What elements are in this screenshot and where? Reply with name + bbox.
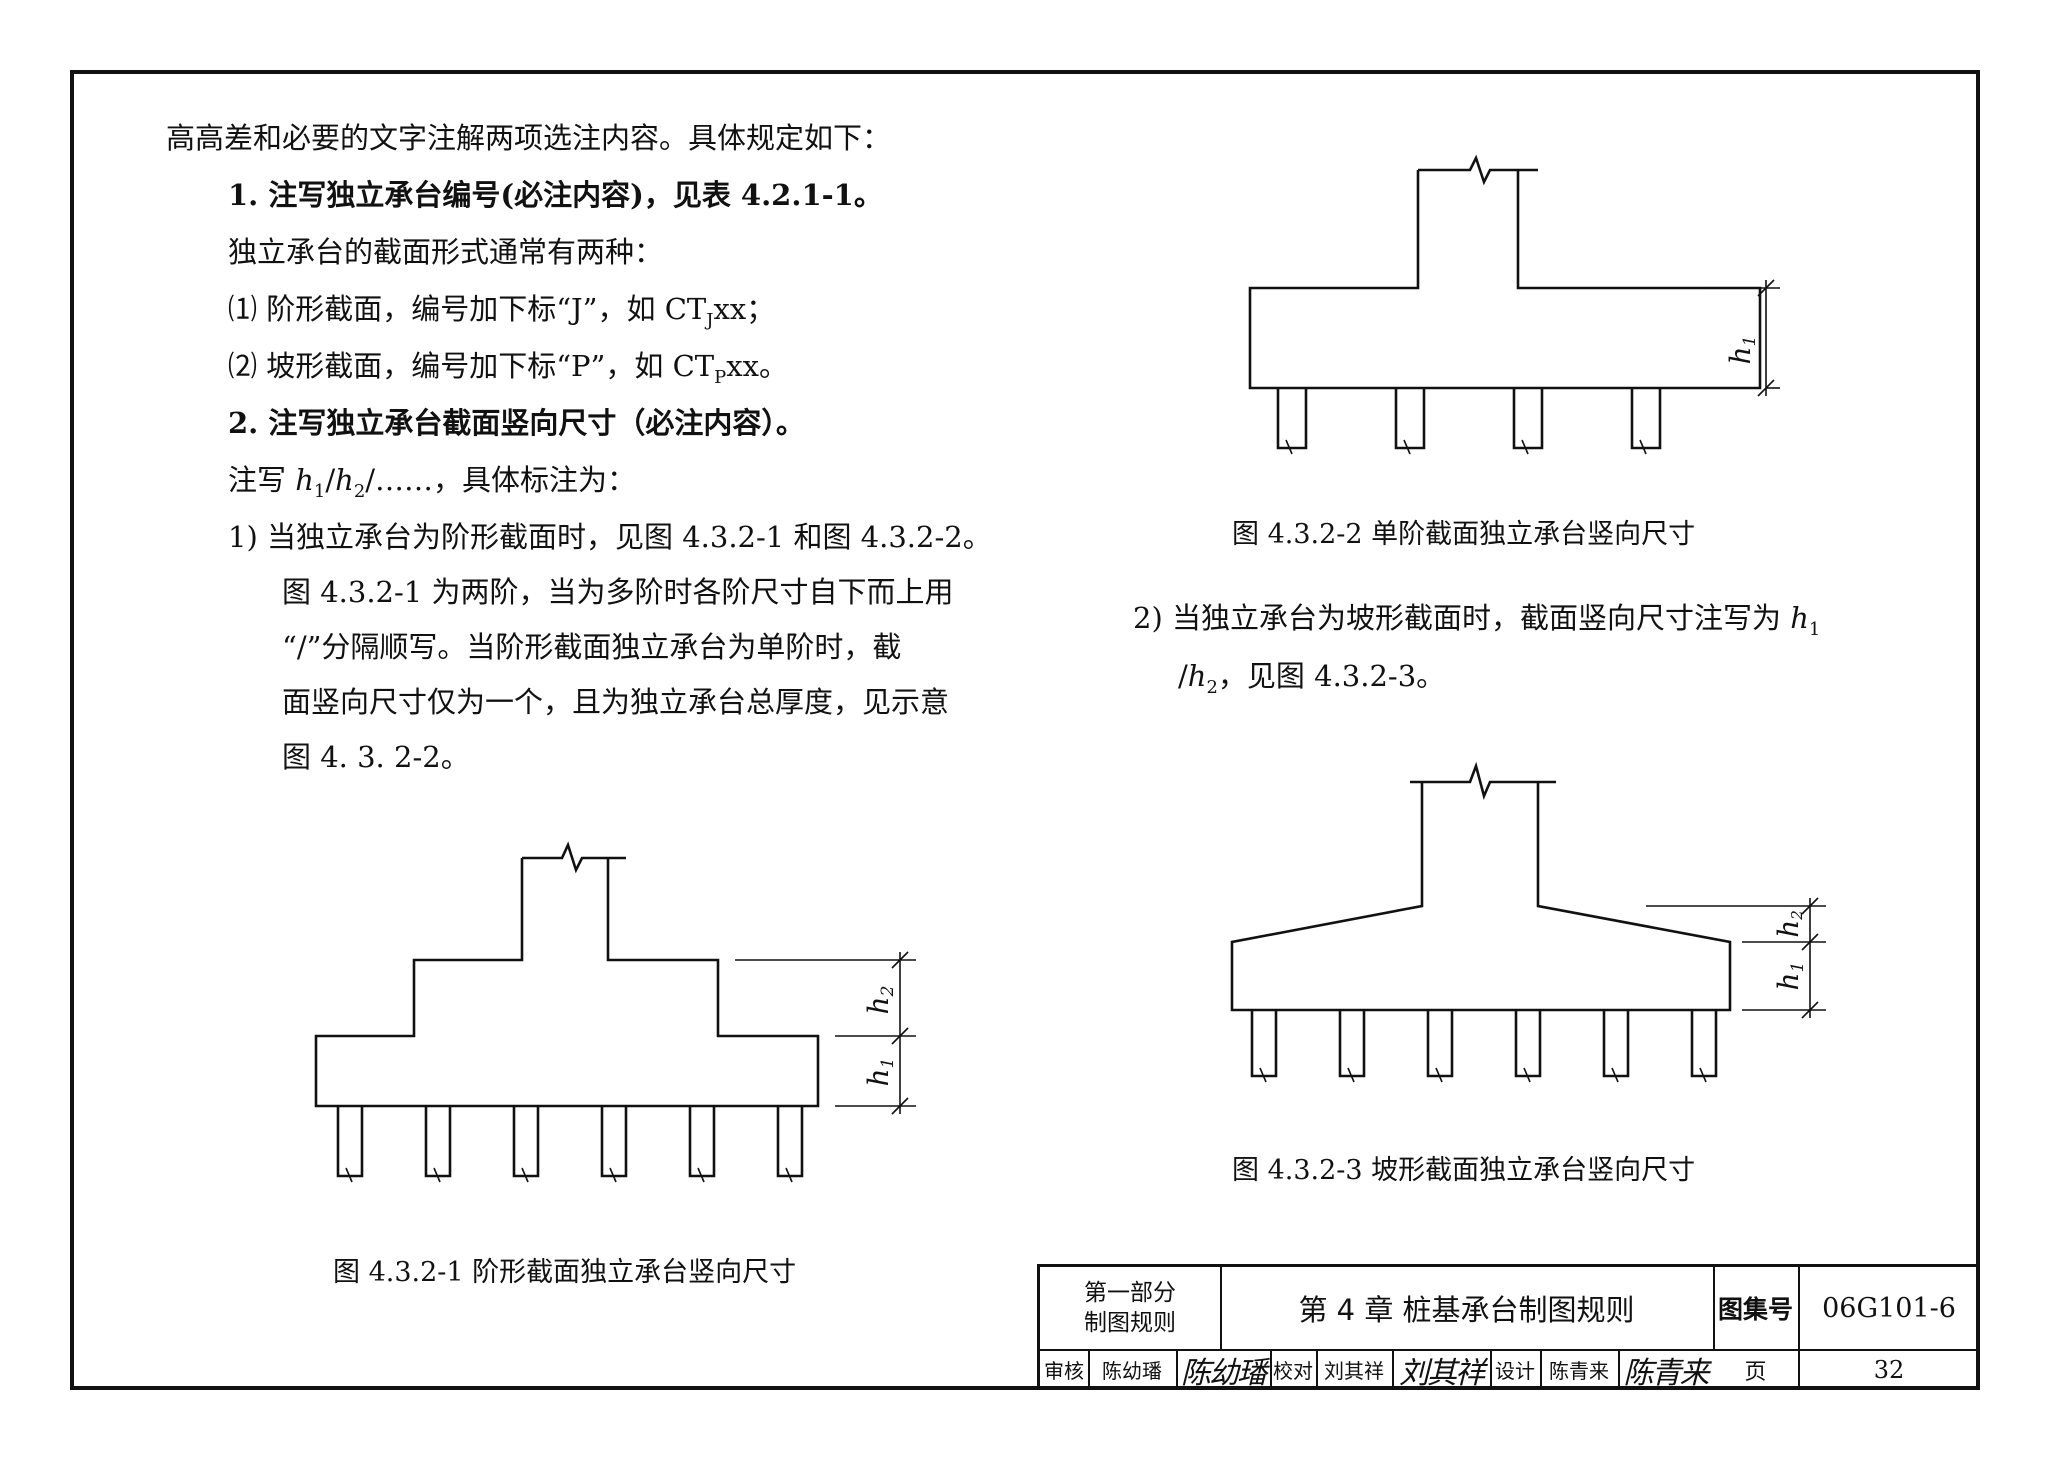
figure-two-step-dimension: h2 h1 — [735, 951, 916, 1115]
figure-two-step-piles — [336, 1106, 804, 1183]
sloped-rule-suffix: ，见图 4.3.2-3。 — [1217, 659, 1446, 693]
note-prefix: 注写 — [228, 463, 296, 497]
stepped-rule-line-5: 图 4. 3. 2-2。 — [282, 740, 470, 774]
design-label: 设计 — [1495, 1359, 1535, 1383]
stepped-rule-line-4: 面竖向尺寸仅为一个，且为独立承台总厚度，见示意 — [282, 685, 950, 719]
designer-name: 陈青来 — [1549, 1359, 1609, 1383]
page-label: 页 — [1744, 1359, 1767, 1385]
item-2-heading: 2. 注写独立承台截面竖向尺寸（必注内容）。 — [228, 406, 805, 440]
part-name: 第一部分 制图规则 — [1040, 1267, 1220, 1349]
item-1-description: 独立承台的截面形式通常有两种： — [228, 235, 664, 269]
intro-line: 高高差和必要的文字注解两项选注内容。具体规定如下： — [166, 121, 892, 155]
sloped-rule-h1-sub: 1 — [1808, 618, 1821, 640]
stepped-rule-line-3: “/”分隔顺写。当阶形截面独立承台为单阶时，截 — [282, 630, 902, 664]
note-h2: h — [335, 463, 354, 497]
note-suffix: /……，具体标注为： — [365, 463, 637, 497]
title-block: 第一部分 制图规则 第 4 章 桩基承台制图规则 图集号 06G101-6 审核… — [1037, 1264, 1980, 1391]
option-stepped-subscript: J — [706, 309, 714, 331]
item-1-heading: 1. 注写独立承台编号(必注内容)，见表 4.2.1-1。 — [228, 178, 883, 212]
review-label: 审核 — [1044, 1359, 1084, 1383]
dim-label-h1: h1 — [862, 1058, 898, 1087]
figure-single-step-dimension: h1 — [1700, 279, 1780, 397]
chapter-title: 第 4 章 桩基承台制图规则 — [1298, 1293, 1635, 1327]
figure-two-step-caption: 图 4.3.2-1 阶形截面独立承台竖向尺寸 — [333, 1257, 797, 1288]
sloped-rule-slash: / — [1178, 659, 1188, 693]
option-sloped: ⑵ 坡形截面，编号加下标“P”，如 CTPxx。 — [228, 346, 788, 398]
option-sloped-subscript: P — [714, 366, 727, 388]
stepped-rule-line-2: 图 4.3.2-1 为两阶，当为多阶时各阶尺寸自下而上用 — [282, 575, 954, 609]
option-sloped-text: ⑵ 坡形截面，编号加下标“P”，如 CT — [228, 349, 715, 383]
figure-two-step-outline — [314, 841, 820, 1108]
option-sloped-suffix: xx。 — [726, 349, 788, 383]
reviewer-signature: 陈幼璠 — [1181, 1355, 1267, 1391]
figure-single-step-piles — [1276, 388, 1662, 455]
drawing-frame — [70, 70, 1980, 1390]
note-h1: h — [295, 463, 314, 497]
dim-label-h2: h2 — [1772, 910, 1806, 938]
figure-sloped-caption: 图 4.3.2-3 坡形截面独立承台竖向尺寸 — [1232, 1155, 1696, 1186]
figure-sloped-outline — [1230, 761, 1732, 1012]
dim-label-h1: h1 — [1772, 962, 1808, 991]
checker-signature: 刘其祥 — [1399, 1355, 1485, 1391]
figure-single-step-outline — [1248, 154, 1762, 390]
atlas-number-label: 图集号 — [1717, 1295, 1793, 1324]
sloped-rule-line-2: /h2，见图 4.3.2-3。 — [1178, 656, 1445, 708]
note-h2-sub: 2 — [353, 480, 366, 502]
option-stepped-suffix: xx； — [713, 292, 776, 326]
option-stepped: ⑴ 阶形截面，编号加下标“J”，如 CTJxx； — [228, 289, 775, 341]
reviewer-name: 陈幼璠 — [1102, 1359, 1162, 1383]
figure-single-step-caption: 图 4.3.2-2 单阶截面独立承台竖向尺寸 — [1232, 519, 1696, 550]
designer-signature: 陈青来 — [1623, 1355, 1710, 1391]
sloped-rule-h2-sub: 2 — [1206, 676, 1218, 698]
dim-label-h1: h1 — [1724, 336, 1760, 365]
figure-sloped-piles — [1250, 1010, 1718, 1083]
note-separator: / — [325, 463, 336, 497]
note-line: 注写 h1/h2/……，具体标注为： — [228, 460, 636, 512]
checker-name: 刘其祥 — [1324, 1359, 1384, 1383]
part-line-2: 制图规则 — [1084, 1310, 1176, 1336]
figure-sloped-dimension: h2 h1 — [1646, 897, 1826, 1019]
part-line-1: 第一部分 — [1084, 1280, 1176, 1306]
option-stepped-text: ⑴ 阶形截面，编号加下标“J”，如 CT — [228, 292, 707, 326]
sloped-rule-h1: h — [1790, 601, 1809, 635]
check-label: 校对 — [1273, 1359, 1313, 1383]
dim-label-h2: h2 — [862, 986, 898, 1015]
sloped-rule-text: 2) 当独立承台为坡形截面时，截面竖向尺寸注写为 — [1133, 601, 1791, 635]
page-number: 32 — [1873, 1355, 1905, 1384]
note-h1-sub: 1 — [313, 480, 326, 502]
stepped-rule-line-1: 1) 当独立承台为阶形截面时，见图 4.3.2-1 和图 4.3.2-2。 — [228, 520, 992, 554]
sloped-rule-h2: h — [1187, 659, 1207, 693]
atlas-number: 06G101-6 — [1822, 1292, 1956, 1324]
sloped-rule-line-1: 2) 当独立承台为坡形截面时，截面竖向尺寸注写为 h1 — [1133, 598, 1820, 650]
